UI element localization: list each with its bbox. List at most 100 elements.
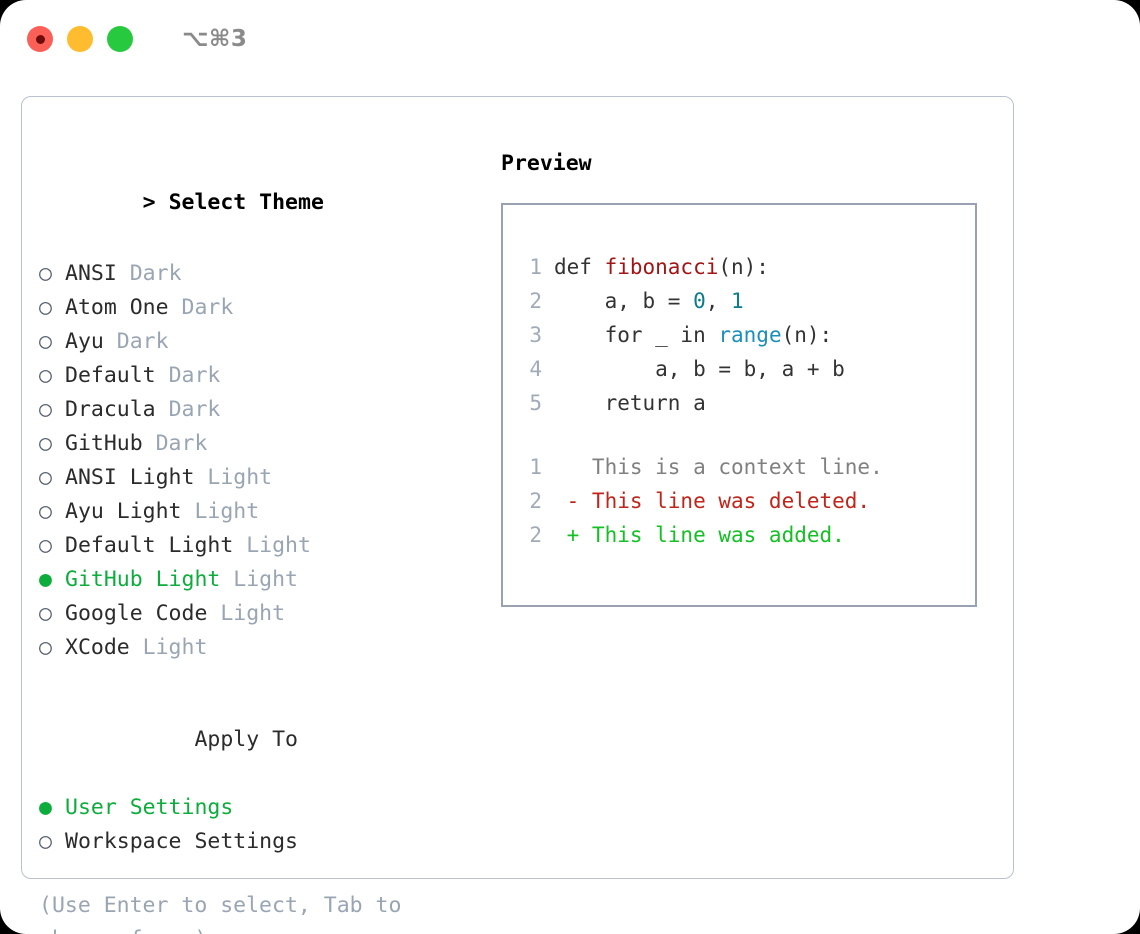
code-token-plain: def [554, 255, 605, 279]
theme-name: ANSI Light [65, 465, 208, 490]
radio-unselected-icon: ○ [39, 261, 52, 286]
theme-name: Ayu Light [65, 499, 195, 524]
code-token-func: fibonacci [604, 255, 719, 279]
theme-list-item[interactable]: ○ Ayu Light Light [39, 495, 479, 529]
theme-variant-tag: Light [142, 635, 208, 660]
apply-to-option-label: Workspace Settings [65, 829, 298, 854]
theme-variant-tag: Dark [181, 295, 234, 320]
theme-list-item[interactable]: ○XCode Light [39, 631, 479, 665]
diff-line-add: 2 + This line was added. [503, 518, 975, 552]
theme-list-item[interactable]: ○ Default Light Light [39, 529, 479, 563]
code-token-plain: , [705, 289, 732, 313]
radio-unselected-icon: ○ [39, 601, 52, 626]
radio-unselected-icon: ○ [39, 533, 52, 558]
theme-name: Atom One [65, 295, 182, 320]
theme-picker-column: >Select Theme ○ANSI Dark○Atom One Dark○A… [39, 149, 479, 934]
line-number: 3 [529, 323, 542, 347]
diff-line-text: + This line was added. [554, 523, 845, 547]
radio-unselected-icon: ○ [39, 465, 52, 490]
theme-name: GitHub Light [65, 567, 234, 592]
theme-list-item[interactable]: ○Dracula Dark [39, 393, 479, 427]
diff-line-del: 2 - This line was deleted. [503, 484, 975, 518]
code-token-plain: (n): [718, 255, 769, 279]
theme-name: Default Light [65, 533, 247, 558]
theme-variant-tag: Light [194, 499, 260, 524]
theme-list: ○ANSI Dark○Atom One Dark○Ayu Dark○Defaul… [39, 257, 479, 665]
apply-to-title: Apply To [194, 727, 299, 752]
recording-indicator-icon [35, 34, 45, 44]
theme-list-item[interactable]: ○ ANSI Dark [39, 257, 479, 291]
close-button[interactable] [27, 26, 53, 52]
theme-variant-tag: Dark [116, 329, 169, 354]
theme-variant-tag: Light [246, 533, 311, 558]
code-token-plain: (n): [781, 323, 833, 347]
keyboard-hint: (Use Enter to select, Tab to change focu… [39, 893, 402, 934]
radio-unselected-icon: ○ [39, 829, 52, 854]
apply-to-option[interactable]: ● User Settings [39, 791, 479, 825]
theme-name: Google Code [65, 601, 221, 626]
theme-variant-tag: Light [233, 567, 299, 592]
theme-list-item[interactable]: ○ GitHub Dark [39, 427, 479, 461]
radio-unselected-icon: ○ [39, 363, 52, 388]
minimize-button[interactable] [67, 26, 93, 52]
maximize-button[interactable] [107, 26, 133, 52]
theme-picker-header: >Select Theme [39, 149, 479, 257]
title-bar: ⌥⌘3 [0, 0, 1140, 78]
theme-variant-tag: Light [207, 465, 273, 490]
diff-line-context: 1 This is a context line. [503, 450, 975, 484]
theme-variant-tag: Dark [155, 431, 208, 456]
line-number: 4 [529, 357, 542, 381]
theme-name: Dracula [65, 397, 169, 422]
code-token-plain: a, b = [554, 289, 694, 313]
line-number: 2 [529, 289, 542, 313]
theme-variant-tag: Dark [129, 261, 182, 286]
preview-spacer [503, 420, 975, 450]
code-token-plain: return a [554, 391, 706, 415]
line-number: 2 [529, 489, 542, 513]
theme-list-item[interactable]: ○Ayu Dark [39, 325, 479, 359]
theme-name: Ayu [65, 329, 117, 354]
theme-list-item[interactable]: ○ Atom One Dark [39, 291, 479, 325]
code-line: 3 for _ in range(n): [503, 318, 975, 352]
radio-unselected-icon: ○ [39, 431, 52, 456]
radio-selected-icon: ● [39, 795, 52, 820]
apply-to-list: ● User Settings ○ Workspace Settings [39, 791, 479, 859]
theme-list-item[interactable]: ○ Default Dark [39, 359, 479, 393]
diff-line-text: - This line was deleted. [554, 489, 871, 513]
theme-variant-tag: Dark [168, 363, 221, 388]
theme-name: XCode [65, 635, 143, 660]
code-line: 5 return a [503, 386, 975, 420]
line-number: 5 [529, 391, 542, 415]
radio-unselected-icon: ○ [39, 499, 52, 524]
theme-name: ANSI [65, 261, 130, 286]
main-panel: >Select Theme ○ANSI Dark○Atom One Dark○A… [21, 96, 1014, 934]
apply-to-option-label: User Settings [65, 795, 234, 820]
code-token-num: 0 [693, 289, 706, 313]
code-line: 4 a, b = b, a + b [503, 352, 975, 386]
code-token-call: range [718, 323, 782, 347]
radio-unselected-icon: ○ [39, 295, 52, 320]
diff-sample: 1 This is a context line.2 - This line w… [503, 450, 975, 552]
diff-line-text: This is a context line. [554, 455, 883, 479]
theme-list-item[interactable]: ●GitHub Light Light [39, 563, 479, 597]
prompt-caret-icon: > [142, 190, 156, 215]
theme-list-item[interactable]: ○ ANSI Light Light [39, 461, 479, 495]
apply-to-section: Apply To ● User Settings ○ Workspace Settin… [39, 689, 479, 859]
line-number: 1 [529, 455, 542, 479]
theme-name: Default [65, 363, 169, 388]
line-number: 1 [529, 255, 542, 279]
line-number: 2 [529, 523, 542, 547]
theme-name: GitHub [65, 431, 156, 456]
theme-variant-tag: Dark [168, 397, 221, 422]
code-line: 1 def fibonacci(n): [503, 250, 975, 284]
apply-to-title-row: Apply To [39, 689, 479, 791]
theme-list-item[interactable]: ○Google Code Light [39, 597, 479, 631]
code-line: 2 a, b = 0, 1 [503, 284, 975, 318]
spacer-icon [168, 723, 194, 757]
code-token-plain: a, b = b, a + b [554, 357, 845, 381]
apply-to-option[interactable]: ○ Workspace Settings [39, 825, 479, 859]
